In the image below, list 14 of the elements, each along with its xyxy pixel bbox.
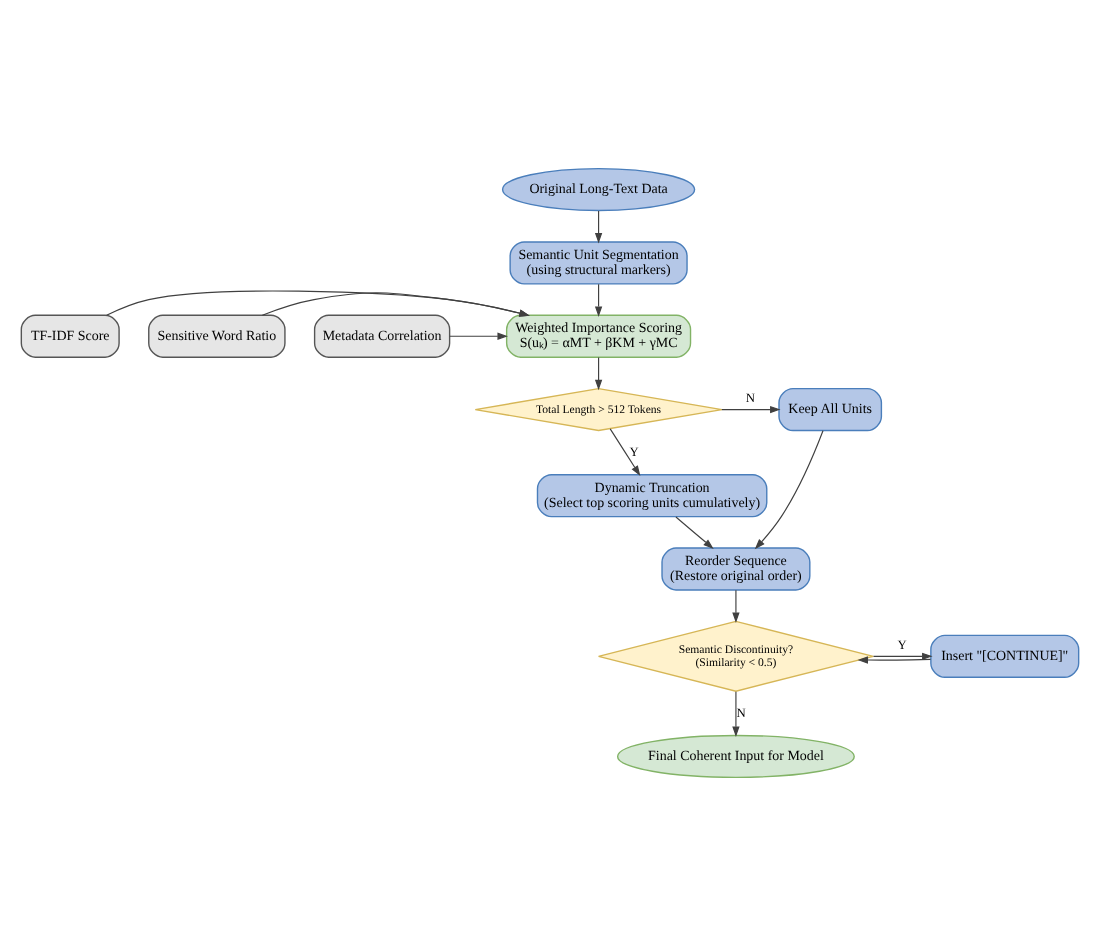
arrow bbox=[675, 516, 714, 550]
arrow bbox=[732, 691, 740, 737]
arrow bbox=[732, 589, 740, 623]
arrow bbox=[106, 290, 530, 317]
arrow bbox=[594, 210, 603, 244]
arrow bbox=[594, 283, 603, 317]
arrow bbox=[594, 357, 603, 391]
arrow bbox=[754, 430, 824, 550]
arrow bbox=[721, 405, 781, 414]
arrow bbox=[261, 292, 530, 317]
arrow bbox=[872, 652, 933, 660]
arrow bbox=[857, 656, 932, 664]
arrow bbox=[449, 332, 508, 340]
arrow bbox=[609, 428, 641, 477]
